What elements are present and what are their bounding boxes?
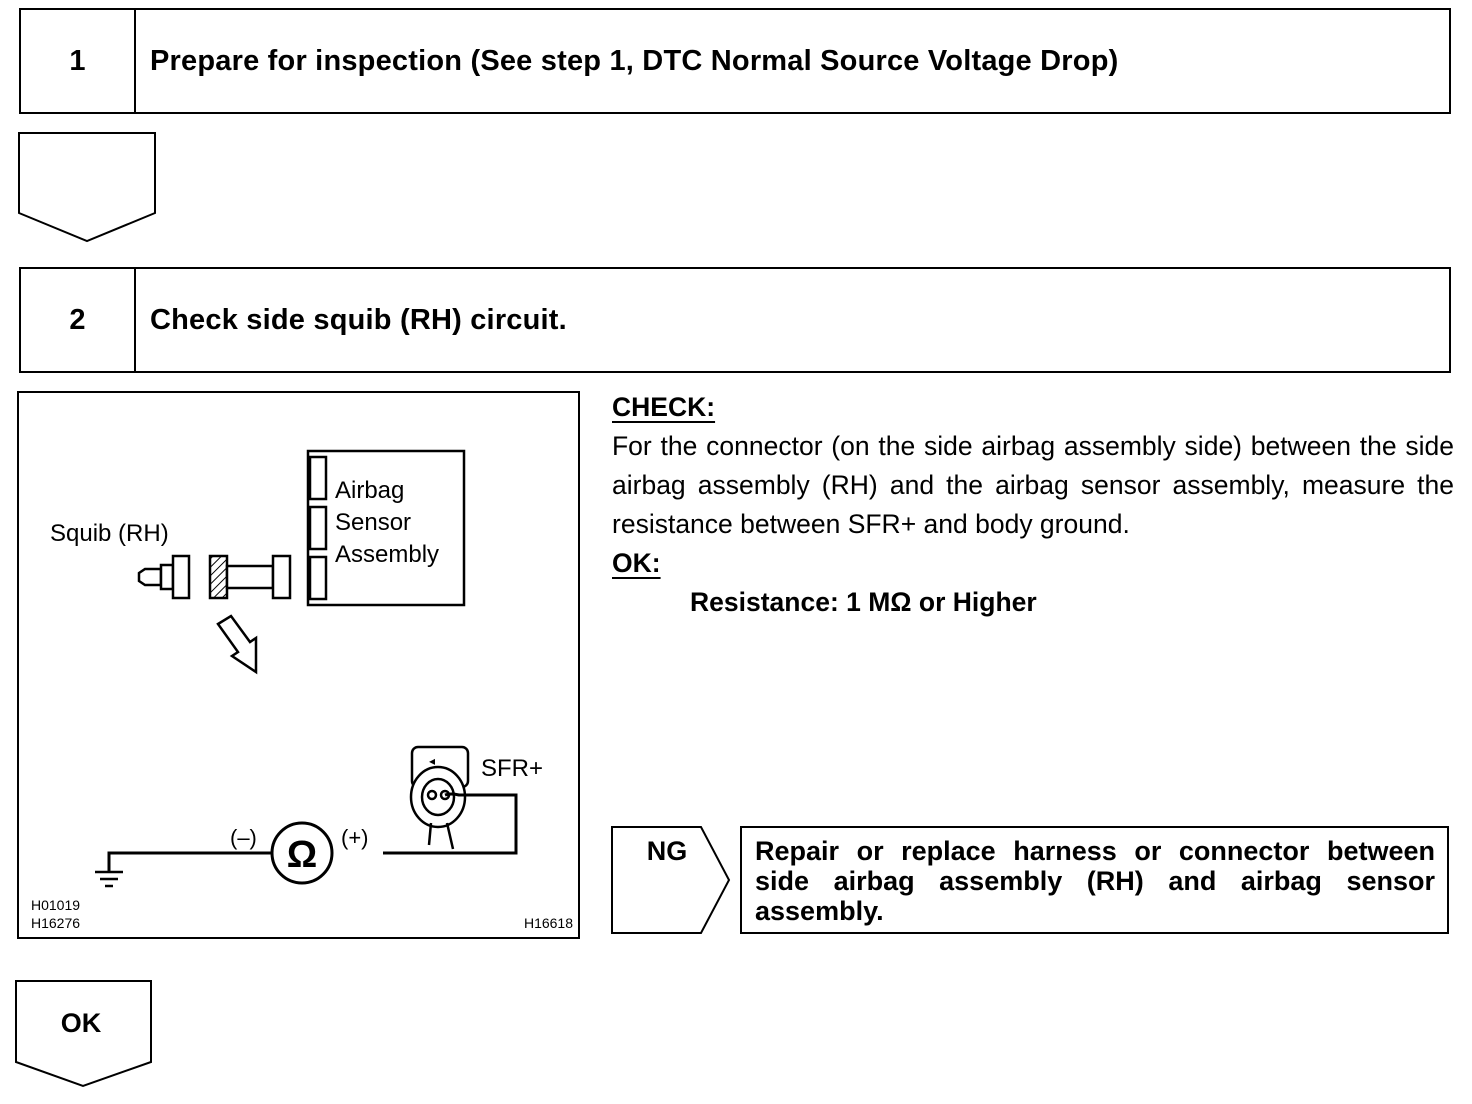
- squib-connector-icon: [137, 554, 191, 600]
- terminal-label: SFR+: [481, 755, 543, 782]
- ohmmeter-icon: [270, 821, 334, 885]
- check-section: CHECK: For the connector (on the side ai…: [612, 388, 1454, 622]
- ground-icon: [95, 870, 123, 888]
- connector-face-icon: ◂: [409, 745, 470, 850]
- step-2-title: Check side squib (RH) circuit.: [150, 303, 567, 336]
- probe-wire-plus: [383, 792, 518, 855]
- figure-code-3: H16618: [524, 915, 573, 931]
- harness-connector-icon: [208, 554, 292, 600]
- ng-label: NG: [647, 836, 688, 866]
- sensor-pin-icon: [308, 455, 328, 501]
- step-1-header: 1 Prepare for inspection (See step 1, DT…: [19, 8, 1451, 114]
- ok-arrow-icon: OK: [15, 980, 152, 1088]
- ng-action-text: Repair or replace harness or connector b…: [740, 826, 1449, 934]
- ok-heading: OK:: [612, 548, 661, 578]
- minus-label: (–): [230, 825, 257, 850]
- airbag-sensor-box: [306, 449, 466, 607]
- resistance-spec: Resistance: 1 MΩ or Higher: [690, 587, 1037, 617]
- squib-label: Squib (RH): [50, 520, 169, 547]
- inspection-arrow-icon: [216, 614, 258, 675]
- check-heading: CHECK:: [612, 392, 716, 422]
- step-2-number: 2: [21, 269, 136, 371]
- sensor-pin-icon: [308, 505, 328, 551]
- probe-wire-minus: [107, 851, 271, 872]
- step-1-number: 1: [21, 10, 136, 112]
- circuit-figure: Airbag Sensor Assembly Squib (RH) ◂: [17, 391, 580, 939]
- sensor-label-3: Assembly: [335, 541, 439, 568]
- sensor-label-1: Airbag: [335, 477, 404, 504]
- figure-code-1: H01019: [31, 897, 80, 913]
- sensor-pin-icon: [308, 555, 328, 601]
- step-2-header: 2 Check side squib (RH) circuit.: [19, 267, 1451, 373]
- circuit-diagram: Airbag Sensor Assembly Squib (RH) ◂: [31, 449, 573, 931]
- ng-arrow-icon: NG: [611, 826, 731, 934]
- ok-label: OK: [61, 1008, 102, 1038]
- figure-code-2: H16276: [31, 915, 80, 931]
- check-text: For the connector (on the side airbag as…: [612, 431, 1454, 539]
- sensor-label-2: Sensor: [335, 509, 411, 536]
- plus-label: (+): [341, 825, 369, 850]
- flow-arrow-down-icon: [18, 132, 156, 243]
- step-1-title: Prepare for inspection (See step 1, DTC …: [150, 44, 1119, 77]
- ohm-symbol: Ω: [287, 834, 317, 876]
- svg-text:◂: ◂: [429, 754, 435, 768]
